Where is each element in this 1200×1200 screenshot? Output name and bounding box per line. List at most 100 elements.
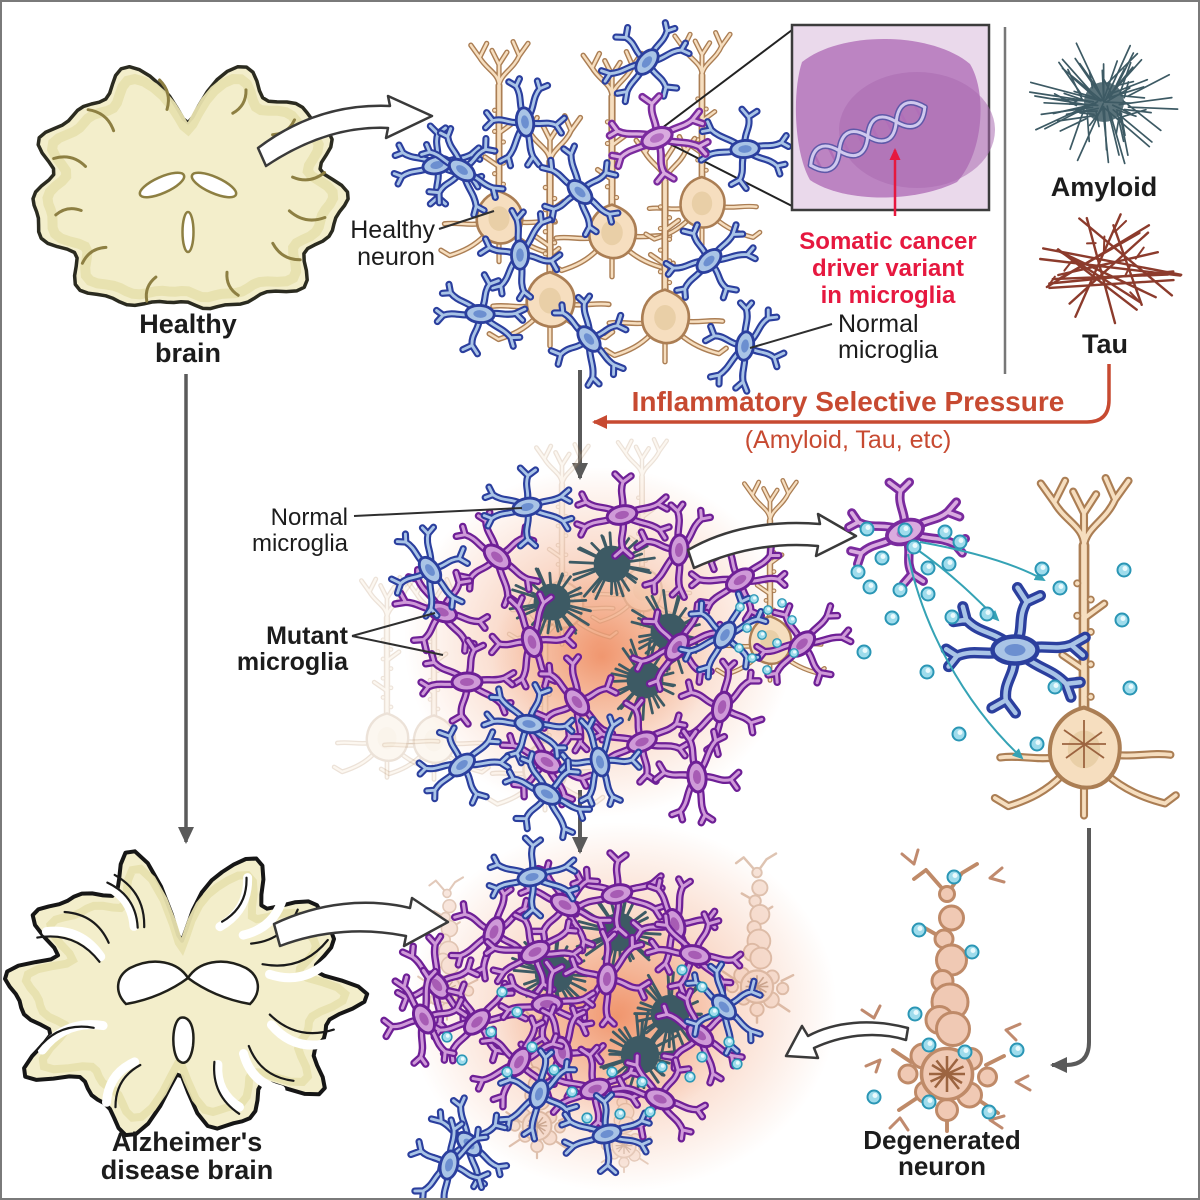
neuron-to-degenerated-arrow [1050,828,1091,1073]
cluster-to-cytokine-panel-arrow [686,512,858,570]
normal-microglia-top-label-line1: Normal [838,310,919,338]
mutant-microglia-label-line2: microglia [237,648,349,676]
dna-icon [805,97,930,176]
cytokine-particle-icon [866,1089,882,1105]
cytokine-particle-icon [757,630,767,640]
cytokine-particle-icon [951,726,967,742]
cytokine-particle-icon [897,522,913,538]
cytokine-particle-icon [1114,612,1130,628]
degenerated-neuron-illustration [860,848,1032,1133]
cytokine-particle-icon [456,1054,468,1066]
alzheimers-brain-illustration [3,849,370,1138]
normal-microglia-mid-leader [353,507,523,517]
somatic-variant-label-line2: driver variant [812,255,964,282]
cytokine-particle-icon [921,1037,937,1053]
cytokine-particle-icon [787,615,797,625]
cytokine-particle-icon [979,606,995,622]
cytokine-particle-icon [789,648,799,658]
healthy-brain-label-line2: brain [155,338,221,368]
cytokine-particle-icon [1122,680,1138,696]
cytokine-particle-icon [606,1066,618,1078]
cytokine-particle-icon [1047,679,1063,695]
cytokine-particle-icon [1029,736,1045,752]
mutant-microglia-leader-2 [351,635,444,656]
normal-microglia-icon [428,265,533,364]
cytokine-particle-icon [749,594,759,604]
cytokine-particle-icon [763,605,773,615]
amyloid-aggregate-icon [1028,42,1179,165]
degenerated-neuron-to-cluster-arrow [784,1021,910,1060]
mutant-microglia-label-line1: Mutant [266,622,349,650]
cytokine-particle-icon [747,653,757,663]
ad-brain-open-sulci [37,873,333,1112]
cytokine-particle-icon [742,623,752,633]
ad-brain-label-line2: disease brain [101,1155,274,1185]
cytokine-particle-icon [485,1026,497,1038]
normal-microglia-mid-label-line2: microglia [252,530,349,557]
normal-microglia-mid-label-line1: Normal [271,504,348,531]
cytokine-particle-icon [1052,580,1068,596]
cytokine-particle-icon [656,1061,668,1073]
ad-brain-to-cluster-arrow [272,896,450,948]
cytokine-particle-icon [952,534,968,550]
cytokine-particle-icon [856,644,872,660]
neuron-fragments [860,848,1032,1132]
cytokine-particle-icon [964,944,980,960]
cytokine-particle-icon [981,1104,997,1120]
pressure-subtitle: (Amyloid, Tau, etc) [745,426,952,454]
cytokine-panel-cells [842,473,1176,815]
cytokine-particle-icon [684,1071,696,1083]
cytokine-particle-icon [884,610,900,626]
cytokine-particle-icon [957,1044,973,1060]
cytokine-particle-icon [496,986,508,998]
degenerated-neuron-label-line1: Degenerated [863,1125,1021,1155]
tau-aggregate-icon [1038,213,1183,325]
healthy-brain-label-line1: Healthy [139,309,237,339]
normal-microglia-top-leader [749,323,833,349]
cytokine-particle-icon [937,524,953,540]
cytokine-particle-icon [907,1006,923,1022]
healthy-cortex-panel [394,5,796,401]
cytokine-particle-icon [501,1066,513,1078]
cytokine-particle-icon [906,539,922,555]
cytokine-particle-icon [636,1076,648,1088]
cytokine-particle-icon [874,550,890,566]
ad-brain-ventricles [117,960,259,1064]
cytokine-release-panel [842,473,1176,815]
cytokine-particle-icon [919,664,935,680]
cytokine-particle-icon [859,521,875,537]
cytokine-particle-icon [614,1108,626,1120]
healthy-neuron-label-line2: neuron [357,243,435,271]
degenerated-neuron-icon [891,862,1006,1133]
cytokine-particle-icon [892,582,908,598]
cytokine-particle-icon [696,981,708,993]
normal-microglia-icon [693,293,796,402]
cytokine-particle-icon [526,1041,538,1053]
tau-label: Tau [1082,329,1128,359]
cytokine-particle-icon [920,560,936,576]
cytokine-particle-icon [548,1064,560,1076]
ad-brain-label-line1: Alzheimer's [112,1127,262,1157]
cytokine-particle-icon [735,602,745,612]
cytokine-particle-icon [731,1058,743,1070]
cytokine-particle-icon [734,643,744,653]
cytokine-particle-icon [644,1106,656,1118]
cytokine-particle-icon [920,586,936,602]
cytokine-particle-icon [581,1112,593,1124]
amyloid-label: Amyloid [1051,172,1158,202]
cytokine-particle-icon [676,964,688,976]
degenerated-neuron-label-line2: neuron [898,1151,986,1181]
cytokine-particle-icon [772,638,782,648]
mutant-microglia-leader-1 [351,612,436,637]
healthy-brain-ventricles [138,171,238,254]
ad-pathology-cluster [372,838,795,1198]
cytokine-particle-icon [944,609,960,625]
cytokine-particle-icon [862,579,878,595]
healthy-neuron-leader [438,210,495,230]
healthy-neuron-label-line1: Healthy [350,216,435,244]
cytokine-particle-icon [921,1094,937,1110]
cytokine-particle-icon [708,1006,720,1018]
cytokine-particle-icon [762,665,772,675]
degenerated-neuron-body [891,862,1006,1133]
